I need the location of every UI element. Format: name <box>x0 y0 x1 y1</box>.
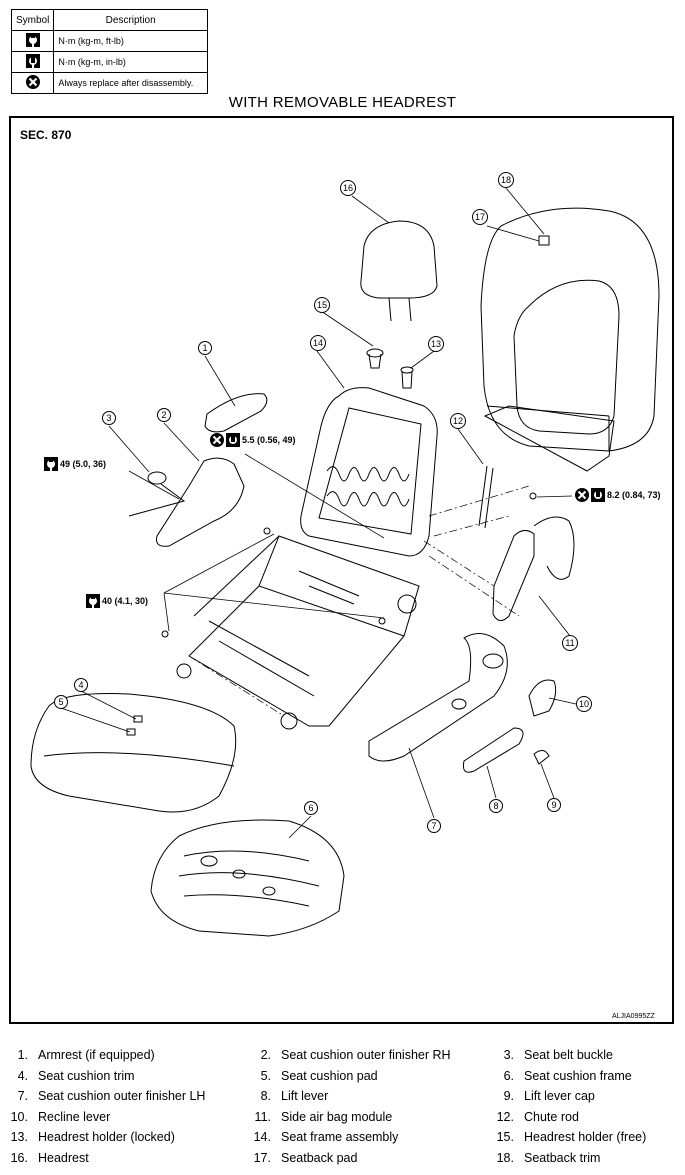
legend-row-3-description: Always replace after disassembly. <box>53 72 208 94</box>
torque-label-2: 49 (5.0, 36) <box>44 457 106 471</box>
torque-wrench-ftlb-icon <box>25 32 40 50</box>
callout-1: 1 <box>202 343 207 353</box>
callout-8: 8 <box>493 801 498 811</box>
parts-list-item: 1.Armrest (if equipped) <box>17 1048 155 1062</box>
seat-belt-buckle-shape <box>128 471 186 517</box>
parts-list-item: 14.Seat frame assembly <box>253 1130 399 1144</box>
parts-list-item: 10.Recline lever <box>10 1110 111 1124</box>
replace-after-disassembly-icon <box>25 74 40 92</box>
parts-list-item: 15.Headrest holder (free) <box>496 1130 647 1144</box>
parts-list-item: 7.Seat cushion outer finisher LH <box>17 1089 206 1103</box>
parts-list-item: 18.Seatback trim <box>496 1151 601 1165</box>
parts-list-item: 13.Headrest holder (locked) <box>10 1130 175 1144</box>
parts-list-item: 12.Chute rod <box>496 1110 579 1124</box>
headrest-shape <box>360 220 438 322</box>
torque-value-1: 5.5 (0.56, 49) <box>242 435 296 445</box>
parts-list-item: 3.Seat belt buckle <box>503 1048 613 1062</box>
outer-finisher-rh-shape <box>156 457 245 547</box>
torque-wrench-ftlb-icon <box>86 594 100 608</box>
lift-lever-shape <box>463 727 524 773</box>
symbol-legend-table: Symbol Description N·m (kg-m, ft-lb) N·m… <box>10 9 208 94</box>
chute-rod-shape <box>478 465 494 529</box>
headrest-holder-free-shape <box>366 348 384 369</box>
section-label: SEC. 870 <box>20 128 72 142</box>
parts-list-item: 5.Seat cushion pad <box>260 1069 378 1083</box>
replace-after-disassembly-icon <box>210 433 224 447</box>
legend-row-1-description: N·m (kg-m, ft-lb) <box>53 30 208 52</box>
recline-lever-shape <box>528 679 557 717</box>
callout-6: 6 <box>308 803 313 813</box>
alignment-lines <box>188 485 530 717</box>
legend-header-description: Description <box>53 9 208 31</box>
parts-list-item: 4.Seat cushion trim <box>17 1069 135 1083</box>
seatback-trim-shape <box>480 207 660 472</box>
seat-cushion-trim-shape <box>30 693 237 813</box>
torque-wrench-inlb-icon <box>226 433 240 447</box>
bolt-shape <box>378 617 386 625</box>
torque-wrench-ftlb-icon <box>44 457 58 471</box>
callout-10: 10 <box>579 699 589 709</box>
replace-after-disassembly-icon <box>575 488 589 502</box>
torque-value-2: 49 (5.0, 36) <box>60 459 107 469</box>
headrest-holder-locked-shape <box>400 366 414 389</box>
torque-wrench-inlb-icon <box>25 53 40 71</box>
callout-17: 17 <box>475 212 485 222</box>
leader-lines <box>60 187 577 839</box>
callout-2: 2 <box>161 410 166 420</box>
callout-12: 12 <box>453 416 463 426</box>
lift-lever-cap-shape <box>533 750 550 765</box>
exploded-seat-diagram: 1 2 3 4 5 6 7 8 9 10 11 12 13 14 15 16 1… <box>30 172 660 937</box>
bolt-shape <box>263 527 271 535</box>
parts-list-item: 16.Headrest <box>10 1151 89 1165</box>
page-title: WITH REMOVABLE HEADREST <box>228 94 457 111</box>
outer-finisher-lh-shape <box>368 633 508 762</box>
callout-3: 3 <box>106 413 111 423</box>
bolt-shape <box>529 492 537 500</box>
parts-list-item: 8.Lift lever <box>260 1089 329 1103</box>
seat-frame-assembly-shape <box>176 387 438 730</box>
seat-cushion-frame-shape <box>150 819 345 937</box>
torque-value-4: 40 (4.1, 30) <box>102 596 149 606</box>
legend-header-symbol: Symbol <box>10 9 55 31</box>
diagram-frame <box>9 116 674 1024</box>
torque-value-3: 8.2 (0.84, 73) <box>607 490 661 500</box>
callout-11: 11 <box>565 638 574 648</box>
callout-5: 5 <box>58 697 63 707</box>
torque-label-4: 40 (4.1, 30) <box>86 594 148 608</box>
torque-label-3: 8.2 (0.84, 73) <box>575 488 661 502</box>
parts-list-item: 9.Lift lever cap <box>503 1089 595 1103</box>
bolt-shape <box>161 630 169 638</box>
parts-list-item: 11.Side air bag module <box>254 1110 393 1124</box>
torque-wrench-inlb-icon <box>591 488 605 502</box>
callout-7: 7 <box>431 821 436 831</box>
callout-9: 9 <box>551 800 556 810</box>
side-air-bag-module-shape <box>492 516 575 621</box>
callout-4: 4 <box>78 680 83 690</box>
armrest-shape <box>204 393 268 433</box>
parts-list-item: 17.Seatback pad <box>253 1151 358 1165</box>
seatback-clip-shape <box>538 235 550 246</box>
figure-code: ALJIA0995ZZ <box>612 1013 655 1020</box>
parts-list-item: 2.Seat cushion outer finisher RH <box>260 1048 451 1062</box>
parts-list-item: 6.Seat cushion frame <box>503 1069 632 1083</box>
legend-row-2-description: N·m (kg-m, in-lb) <box>53 51 208 73</box>
callout-18: 18 <box>501 175 511 185</box>
callout-14: 14 <box>313 338 323 348</box>
callouts: 1 2 3 4 5 6 7 8 9 10 11 12 13 14 15 16 1… <box>54 172 592 833</box>
callout-15: 15 <box>317 300 327 310</box>
callout-16: 16 <box>343 183 353 193</box>
torque-label-1: 5.5 (0.56, 49) <box>210 433 296 447</box>
callout-13: 13 <box>431 339 441 349</box>
